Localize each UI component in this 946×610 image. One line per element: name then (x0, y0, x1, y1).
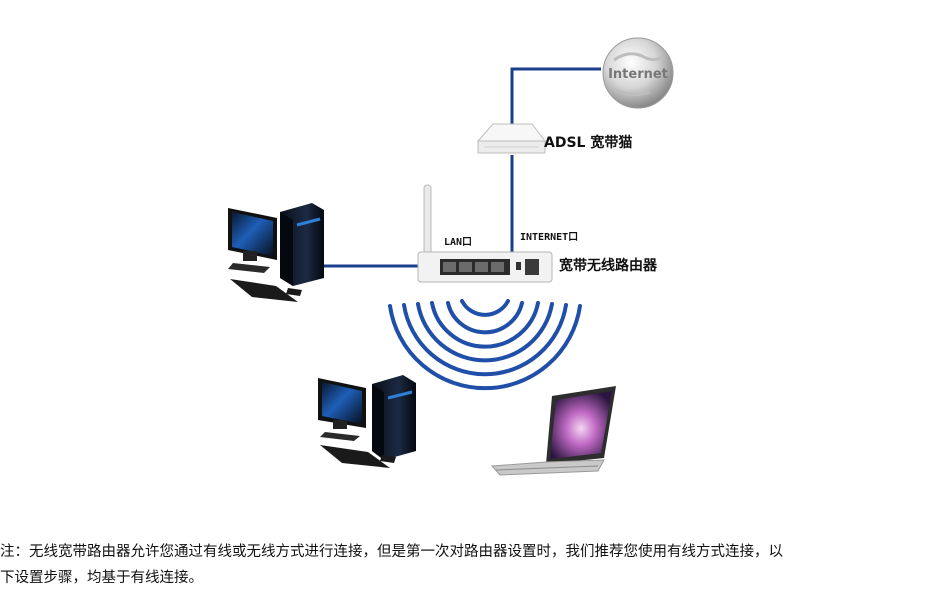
cable-modem-to-internet (510, 67, 601, 127)
cables (322, 67, 601, 268)
note-text: 注：无线宽带路由器允许您通过有线或无线方式进行连接，但是第一次对路由器设置时，我… (0, 539, 946, 591)
router-label: 宽带无线路由器 (559, 258, 657, 274)
wifi-signal-icon (388, 299, 582, 391)
internet-globe-icon: Internet (602, 37, 674, 109)
wireless-router-icon (417, 184, 553, 283)
desktop-computer-icon (228, 203, 324, 302)
note-line-2: 下设置步骤，均基于有线连接。 (0, 570, 203, 586)
laptop-icon (490, 386, 616, 476)
antenna-icon (423, 184, 432, 264)
adsl-modem-icon (476, 123, 547, 154)
desktop-computer-icon (318, 375, 416, 468)
lan-port-label: LAN口 (444, 237, 473, 248)
internet-port-label: INTERNET口 (520, 232, 579, 243)
modem-label: ADSL 宽带猫 (544, 135, 633, 151)
globe-label: Internet (608, 67, 668, 82)
note-line-1: 注：无线宽带路由器允许您通过有线或无线方式进行连接，但是第一次对路由器设置时，我… (0, 544, 783, 560)
